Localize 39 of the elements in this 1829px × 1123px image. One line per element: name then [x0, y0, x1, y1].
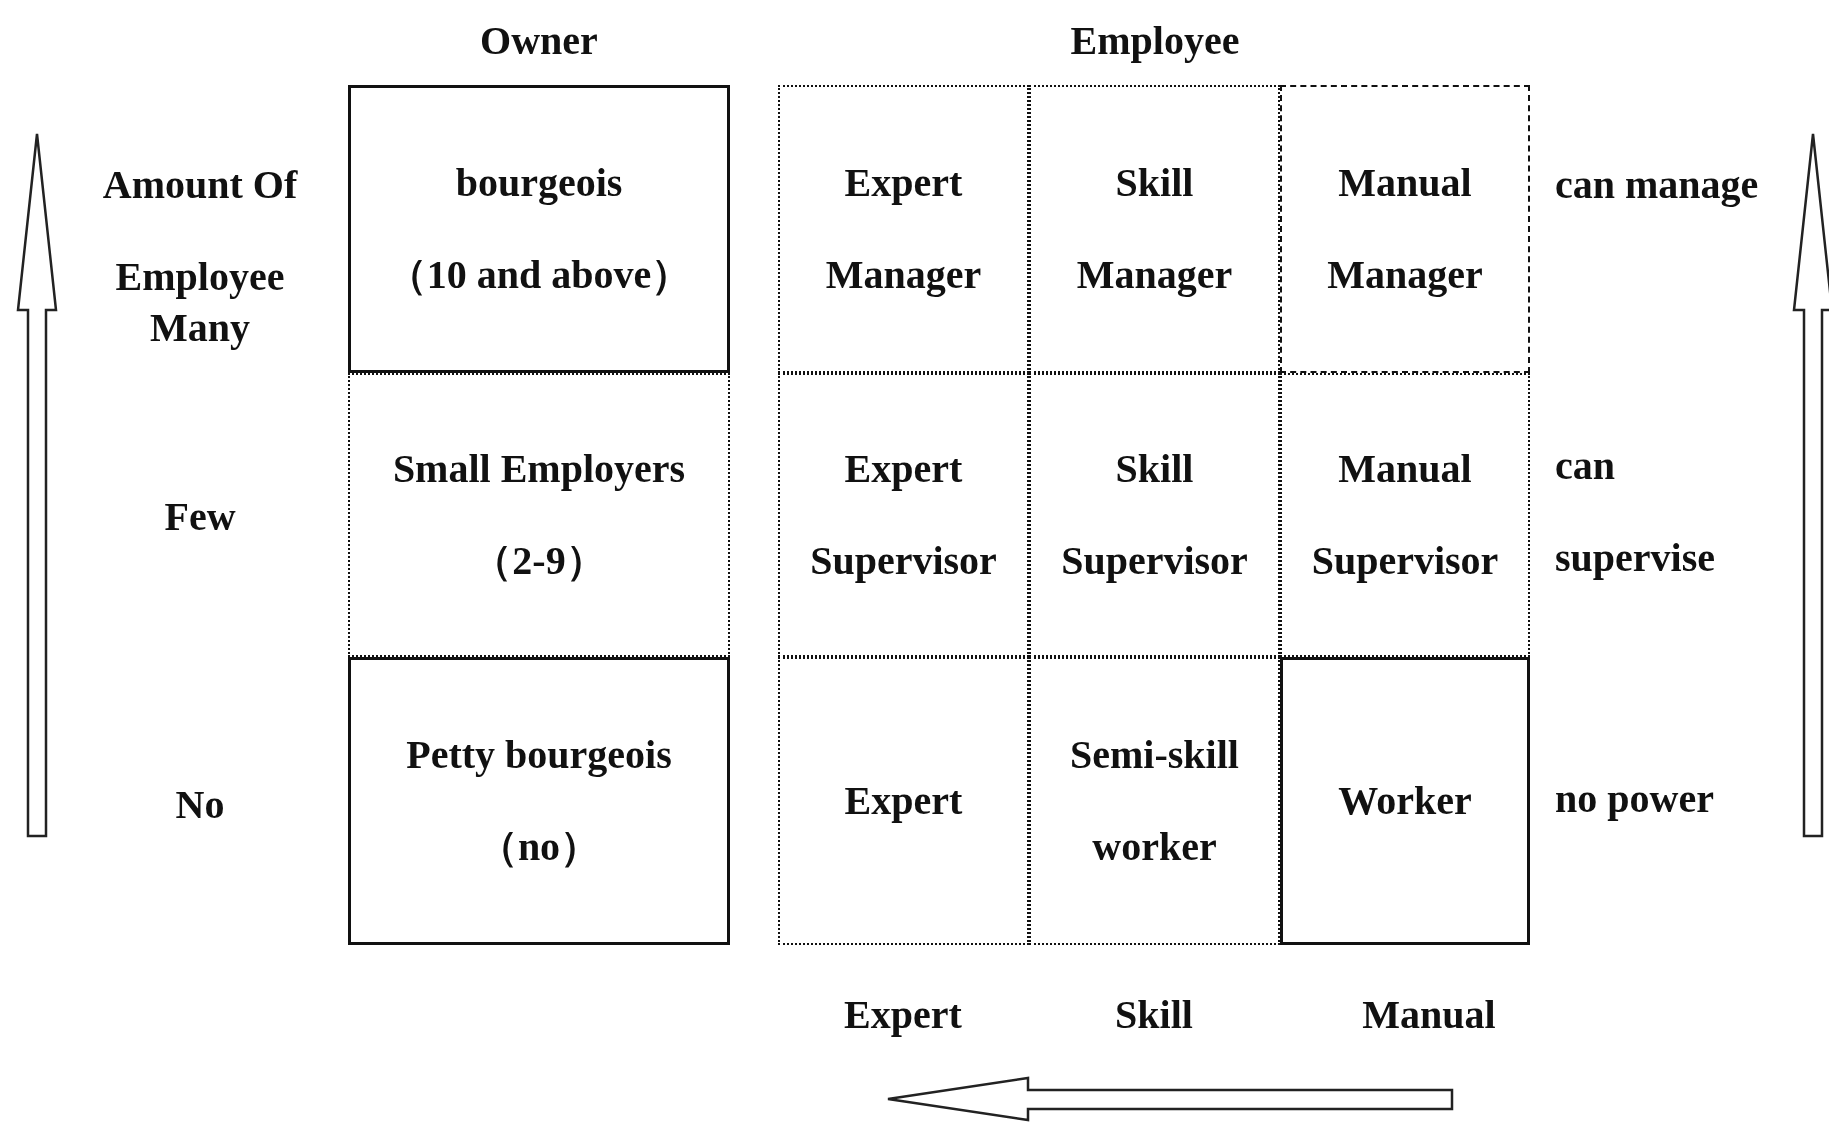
cell-text: bourgeois	[455, 159, 623, 207]
row-label: no power	[1555, 775, 1715, 823]
class-cell	[1280, 657, 1530, 945]
cell-text: Expert Supervisor	[809, 445, 998, 585]
cell-text: Expert Manager	[824, 159, 983, 299]
cell-text: Manual Supervisor	[1310, 445, 1500, 585]
row-label: can supervise	[1555, 442, 1716, 582]
class-cell	[778, 373, 1029, 657]
cell-text: Manual Manager	[1326, 159, 1484, 299]
column-label: Skill	[1114, 991, 1194, 1039]
cell-text: （no）	[477, 823, 601, 871]
class-cell	[778, 85, 1029, 373]
column-label: Manual	[1361, 991, 1497, 1039]
column-heading: Owner	[479, 17, 599, 65]
column-label: Expert	[843, 991, 963, 1039]
cell-text: Worker	[1338, 777, 1472, 825]
class-cell	[1029, 373, 1280, 657]
axis-title: Amount Of Employee	[101, 161, 299, 301]
cell-text: Skill Manager	[1075, 159, 1234, 299]
row-label: Few	[163, 493, 237, 541]
class-cell	[348, 657, 730, 945]
class-cell	[1280, 373, 1530, 657]
row-label: Many	[149, 304, 251, 352]
column-heading: Employee	[1069, 17, 1241, 65]
cell-text: Semi-skill worker	[1069, 731, 1240, 871]
row-label: can manage	[1555, 161, 1760, 209]
cell-text: （10 and above）	[386, 251, 692, 299]
class-cell	[348, 85, 730, 373]
cell-text: Expert	[844, 777, 963, 825]
cell-text: （2-9）	[472, 537, 606, 585]
class-cell	[778, 657, 1029, 945]
class-cell	[1280, 85, 1530, 373]
cell-text: Petty bourgeois	[406, 731, 672, 779]
class-cell	[348, 373, 730, 657]
row-label: No	[174, 781, 226, 829]
cell-text: Skill Supervisor	[1060, 445, 1249, 585]
cell-text: Small Employers	[392, 445, 686, 493]
class-cell	[1029, 657, 1280, 945]
class-cell	[1029, 85, 1280, 373]
